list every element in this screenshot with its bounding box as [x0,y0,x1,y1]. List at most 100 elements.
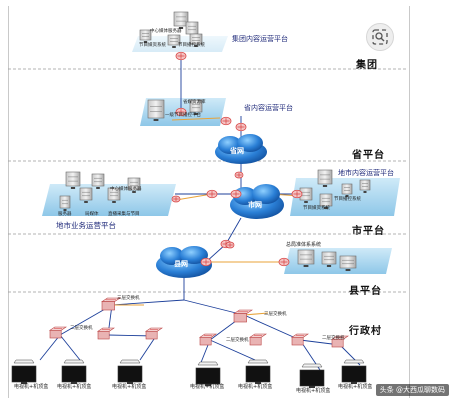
link [59,334,81,361]
server [317,169,333,187]
l3-switch-label: 三层交换机 [117,296,140,301]
image-search-icon [372,29,388,45]
l2-switch-label: 二层交换机 [226,338,249,343]
tv-set [299,363,325,388]
tv-label: 电视机+机顶盒 [57,384,92,390]
server [91,173,105,189]
city-left-platform-label: 地市业务运营平台 [56,221,116,230]
server [59,195,71,211]
tv-set [117,359,143,384]
router-icon [206,189,218,199]
router-icon [278,257,290,267]
link-highlight [243,312,269,316]
cloud-province-label: 省网 [230,147,244,155]
l2-switch-label: 二层交换机 [70,326,93,331]
router-icon [220,116,232,126]
router-icon [230,189,242,199]
switch-icon [49,326,67,339]
switch-icon [291,333,309,346]
server [321,251,337,267]
link [111,299,185,306]
link [183,299,245,316]
tv-label: 电视机+机顶盒 [238,384,273,390]
cloud-city-label: 市网 [248,201,262,209]
tv-set [195,361,221,386]
server-caption: 节目媒资系统 [139,43,166,48]
link [243,314,301,341]
server [319,193,333,209]
server [359,179,371,193]
server-caption: 服务器 [58,212,72,217]
link [209,339,256,361]
cloud-county-label: 县网 [174,260,188,268]
l2-switch-label: 二层交换机 [322,336,345,341]
tv-set [341,359,367,384]
tv-label: 电视机+机顶盒 [112,384,147,390]
switch-icon [199,333,217,346]
server [173,11,189,29]
server-caption: 节目播控系统 [178,43,205,48]
server-caption: 省媒资源库 [183,100,206,105]
router-icon [175,107,187,117]
tv-set [61,359,87,384]
link-highlight [175,193,213,201]
cloud-city [230,184,284,219]
panel-city-right [290,178,400,216]
link-highlight [171,117,221,121]
server-caption: 中心媒体服务器 [110,187,142,192]
tv-sets [11,359,367,388]
group-platform-label: 集团内容运营平台 [232,35,288,43]
watermark: 头条 @大西瓜聊数码 [375,384,449,396]
router-icon [175,51,187,61]
tier-province-label: 省平台 [352,150,385,161]
server-caption: 局媒体 [85,212,99,217]
image-frame [8,6,410,398]
servers [59,11,371,271]
server [127,177,141,193]
switch-icon [249,333,267,346]
clouds [156,134,284,278]
tv-label: 电视机+机顶盒 [14,384,49,390]
routers [171,51,303,267]
link [139,335,157,361]
router-icon [291,189,303,199]
server [189,33,203,47]
switch-icon [101,297,121,311]
server-caption: 节目播控系统 [334,197,361,202]
tier-county-label: 县平台 [349,286,382,297]
router-icon [225,241,235,249]
tv-set [11,359,37,384]
server [339,255,357,271]
tv-label: 电视机+机顶盒 [190,384,225,390]
server-caption: 一级节目播控平台 [165,113,201,118]
image-search-button[interactable] [366,23,394,51]
tv-set [245,359,271,384]
province-platform-label: 省内容运营平台 [244,104,293,112]
cloud-province [215,134,267,164]
server-caption: 节目媒资系统 [303,206,330,211]
server [107,187,121,203]
switch-icon [233,309,253,323]
tier-separators [8,68,408,293]
router-icon [200,257,212,267]
city-right-platform-label: 地市内容运营平台 [338,169,394,177]
tv-label: 电视机+机顶盒 [296,388,331,394]
county-server-label: 总局准体系系统 [286,242,322,248]
switches [49,297,349,348]
switch-icon [331,335,349,348]
server [147,99,165,121]
server [297,249,315,267]
l3-switch-label: 三层交换机 [264,312,287,317]
tier-city-label: 市平台 [352,226,385,237]
server-caption: 直播采集与节目 [108,212,140,217]
server [189,99,203,115]
link [225,217,242,245]
server [139,29,152,43]
router-icon [235,122,247,132]
tier-village-label: 行政村 [349,326,382,337]
router-icon [234,171,244,179]
server-caption: 中心媒体服务器 [150,29,182,34]
server [299,187,313,203]
